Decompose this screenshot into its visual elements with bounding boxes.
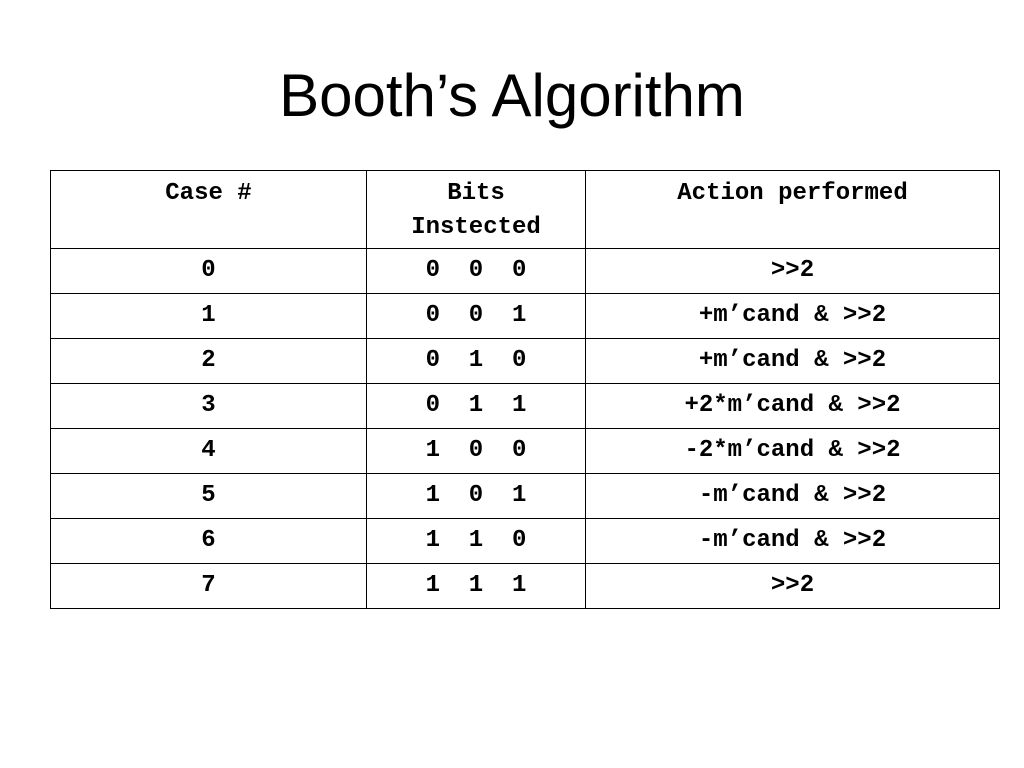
bits-cell: 1 0 1 xyxy=(366,473,586,519)
case-cell: 6 xyxy=(50,518,367,564)
header-bits-line2: Instected xyxy=(411,214,541,241)
table-row: 2 0 1 0 +m’cand & >>2 xyxy=(50,338,1000,384)
bits-cell: 0 1 1 xyxy=(366,383,586,429)
case-cell: 3 xyxy=(50,383,367,429)
action-cell: >>2 xyxy=(585,248,1000,294)
table-row: 0 0 0 0 >>2 xyxy=(50,248,1000,294)
header-case: Case # xyxy=(50,170,367,249)
case-cell: 4 xyxy=(50,428,367,474)
action-cell: >>2 xyxy=(585,563,1000,609)
table-row: 6 1 1 0 -m’cand & >>2 xyxy=(50,518,1000,564)
table-row: 5 1 0 1 -m’cand & >>2 xyxy=(50,473,1000,519)
header-bits-line1: Bits xyxy=(447,180,505,207)
bits-cell: 1 1 1 xyxy=(366,563,586,609)
action-cell: +2*m’cand & >>2 xyxy=(585,383,1000,429)
booth-table: Case # Bits Instected Action performed 0… xyxy=(50,170,1000,609)
table-row: 4 1 0 0 -2*m’cand & >>2 xyxy=(50,428,1000,474)
case-cell: 7 xyxy=(50,563,367,609)
bits-cell: 0 1 0 xyxy=(366,338,586,384)
bits-cell: 0 0 1 xyxy=(366,293,586,339)
case-cell: 0 xyxy=(50,248,367,294)
case-cell: 2 xyxy=(50,338,367,384)
header-action: Action performed xyxy=(585,170,1000,249)
bits-cell: 1 0 0 xyxy=(366,428,586,474)
action-cell: -m’cand & >>2 xyxy=(585,518,1000,564)
table-row: 3 0 1 1 +2*m’cand & >>2 xyxy=(50,383,1000,429)
action-cell: +m’cand & >>2 xyxy=(585,338,1000,384)
bits-cell: 1 1 0 xyxy=(366,518,586,564)
table-row: 1 0 0 1 +m’cand & >>2 xyxy=(50,293,1000,339)
header-bits: Bits Instected xyxy=(366,170,586,249)
case-cell: 5 xyxy=(50,473,367,519)
action-cell: -m’cand & >>2 xyxy=(585,473,1000,519)
table-header-row: Case # Bits Instected Action performed xyxy=(50,170,1000,249)
action-cell: -2*m’cand & >>2 xyxy=(585,428,1000,474)
action-cell: +m’cand & >>2 xyxy=(585,293,1000,339)
slide-title: Booth’s Algorithm xyxy=(279,62,745,129)
case-cell: 1 xyxy=(50,293,367,339)
bits-cell: 0 0 0 xyxy=(366,248,586,294)
table-row: 7 1 1 1 >>2 xyxy=(50,563,1000,609)
